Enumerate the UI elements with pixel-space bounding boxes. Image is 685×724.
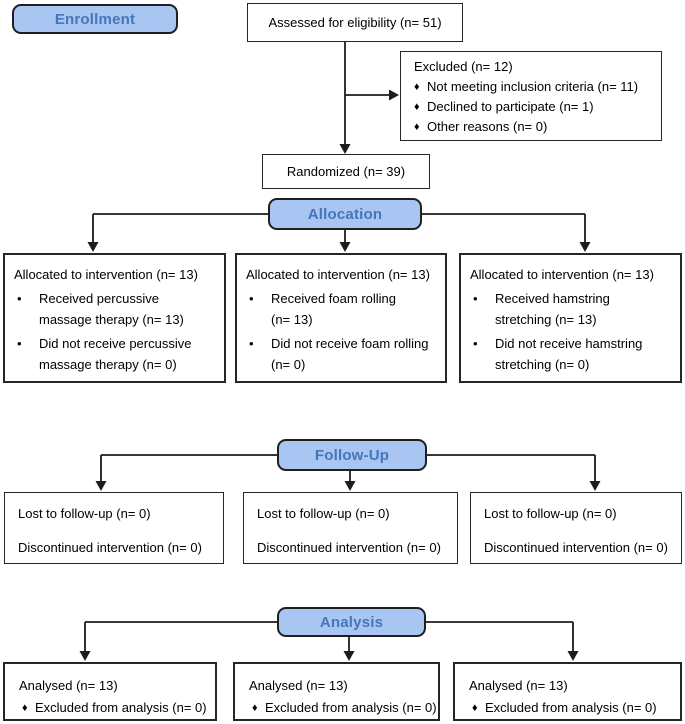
excluded-box: Excluded (n= 12) ♦ Not meeting inclusion… bbox=[400, 51, 662, 141]
arrowhead-into-alloc-right bbox=[579, 242, 591, 252]
diamond-bullet-icon: ♦ bbox=[414, 81, 420, 93]
arrowhead-into-fu-middle bbox=[344, 481, 356, 491]
excluded-item: ♦ Other reasons (n= 0) bbox=[414, 117, 657, 137]
stage-label-enrollment: Enrollment bbox=[12, 4, 178, 34]
allocation-box-percussive-massage: Allocated to intervention (n= 13) • Rece… bbox=[3, 253, 226, 383]
randomized-box: Randomized (n= 39) bbox=[262, 154, 430, 189]
diamond-bullet-icon: ♦ bbox=[22, 702, 28, 714]
followup-box-middle: Lost to follow-up (n= 0) Discontinued in… bbox=[243, 492, 458, 564]
allocation-title: Allocated to intervention (n= 13) bbox=[14, 267, 198, 282]
round-bullet-icon: • bbox=[17, 291, 22, 306]
allocation-title: Allocated to intervention (n= 13) bbox=[470, 267, 654, 282]
excluded-item: ♦ Declined to participate (n= 1) bbox=[414, 97, 657, 117]
allocation-item: • Received hamstring stretching (n= 13) bbox=[473, 288, 678, 330]
diamond-bullet-icon: ♦ bbox=[414, 101, 420, 113]
analysed-text: Analysed (n= 13) bbox=[469, 678, 568, 693]
allocation-item: • Received percussive massage therapy (n… bbox=[17, 288, 222, 330]
followup-box-left: Lost to follow-up (n= 0) Discontinued in… bbox=[4, 492, 224, 564]
excluded-item-text: Declined to participate (n= 1) bbox=[427, 99, 594, 114]
allocation-box-hamstring-stretching: Allocated to intervention (n= 13) • Rece… bbox=[459, 253, 682, 383]
diamond-bullet-icon: ♦ bbox=[472, 702, 478, 714]
allocation-item-text: Received percussive massage therapy (n= … bbox=[39, 291, 184, 327]
lost-to-followup-text: Lost to follow-up (n= 0) bbox=[257, 506, 390, 521]
round-bullet-icon: • bbox=[249, 336, 254, 351]
allocation-item-text: Did not receive hamstring stretching (n=… bbox=[495, 336, 643, 372]
excluded-from-analysis-text: Excluded from analysis (n= 0) bbox=[35, 700, 207, 715]
excluded-title: Excluded (n= 12) bbox=[414, 59, 513, 74]
arrowhead-into-an-right bbox=[567, 651, 579, 661]
allocation-item-text: Did not receive foam rolling (n= 0) bbox=[271, 336, 429, 372]
followup-box-right: Lost to follow-up (n= 0) Discontinued in… bbox=[470, 492, 682, 564]
allocation-item-text: Received foam rolling (n= 13) bbox=[271, 291, 397, 327]
arrowhead-into-alloc-left bbox=[87, 242, 99, 252]
randomized-text: Randomized (n= 39) bbox=[286, 163, 406, 179]
arrowhead-into-fu-left bbox=[95, 481, 107, 491]
allocation-title: Allocated to intervention (n= 13) bbox=[246, 267, 430, 282]
round-bullet-icon: • bbox=[249, 291, 254, 306]
arrowhead-into-an-middle bbox=[343, 651, 355, 661]
excluded-item-text: Not meeting inclusion criteria (n= 11) bbox=[427, 79, 639, 94]
excluded-from-analysis-text: Excluded from analysis (n= 0) bbox=[485, 700, 657, 715]
arrowhead-into-excluded bbox=[389, 89, 399, 101]
allocation-item: • Received foam rolling (n= 13) bbox=[249, 288, 443, 330]
lost-to-followup-text: Lost to follow-up (n= 0) bbox=[18, 506, 151, 521]
lost-to-followup-text: Lost to follow-up (n= 0) bbox=[484, 506, 617, 521]
analysis-item: ♦ Excluded from analysis (n= 0) bbox=[472, 698, 680, 718]
allocation-item-text: Received hamstring stretching (n= 13) bbox=[495, 291, 610, 327]
allocation-box-foam-rolling: Allocated to intervention (n= 13) • Rece… bbox=[235, 253, 447, 383]
excluded-from-analysis-text: Excluded from analysis (n= 0) bbox=[265, 700, 437, 715]
assessed-eligibility-text: Assessed for eligibility (n= 51) bbox=[268, 14, 442, 30]
analysis-box-left: Analysed (n= 13) ♦ Excluded from analysi… bbox=[3, 662, 217, 721]
analysed-text: Analysed (n= 13) bbox=[249, 678, 348, 693]
arrowhead-into-randomized bbox=[339, 144, 351, 154]
discontinued-text: Discontinued intervention (n= 0) bbox=[18, 540, 202, 555]
diamond-bullet-icon: ♦ bbox=[252, 702, 258, 714]
excluded-item: ♦ Not meeting inclusion criteria (n= 11) bbox=[414, 77, 657, 97]
round-bullet-icon: • bbox=[473, 336, 478, 351]
analysis-item: ♦ Excluded from analysis (n= 0) bbox=[252, 698, 438, 718]
discontinued-text: Discontinued intervention (n= 0) bbox=[484, 540, 668, 555]
stage-label-followup: Follow-Up bbox=[277, 439, 427, 471]
arrowhead-into-alloc-middle bbox=[339, 242, 351, 252]
discontinued-text: Discontinued intervention (n= 0) bbox=[257, 540, 441, 555]
round-bullet-icon: • bbox=[473, 291, 478, 306]
allocation-item: • Did not receive percussive massage the… bbox=[17, 333, 222, 375]
excluded-item-text: Other reasons (n= 0) bbox=[427, 119, 548, 134]
analysis-box-right: Analysed (n= 13) ♦ Excluded from analysi… bbox=[453, 662, 682, 721]
round-bullet-icon: • bbox=[17, 336, 22, 351]
analysis-item: ♦ Excluded from analysis (n= 0) bbox=[22, 698, 215, 718]
arrowhead-into-an-left bbox=[79, 651, 91, 661]
allocation-item: • Did not receive hamstring stretching (… bbox=[473, 333, 678, 375]
assessed-eligibility-box: Assessed for eligibility (n= 51) bbox=[247, 3, 463, 42]
allocation-item: • Did not receive foam rolling (n= 0) bbox=[249, 333, 443, 375]
stage-label-analysis: Analysis bbox=[277, 607, 426, 637]
stage-label-allocation: Allocation bbox=[268, 198, 422, 230]
diamond-bullet-icon: ♦ bbox=[414, 121, 420, 133]
analysis-box-middle: Analysed (n= 13) ♦ Excluded from analysi… bbox=[233, 662, 440, 721]
allocation-item-text: Did not receive percussive massage thera… bbox=[39, 336, 192, 372]
analysed-text: Analysed (n= 13) bbox=[19, 678, 118, 693]
arrowhead-into-fu-right bbox=[589, 481, 601, 491]
